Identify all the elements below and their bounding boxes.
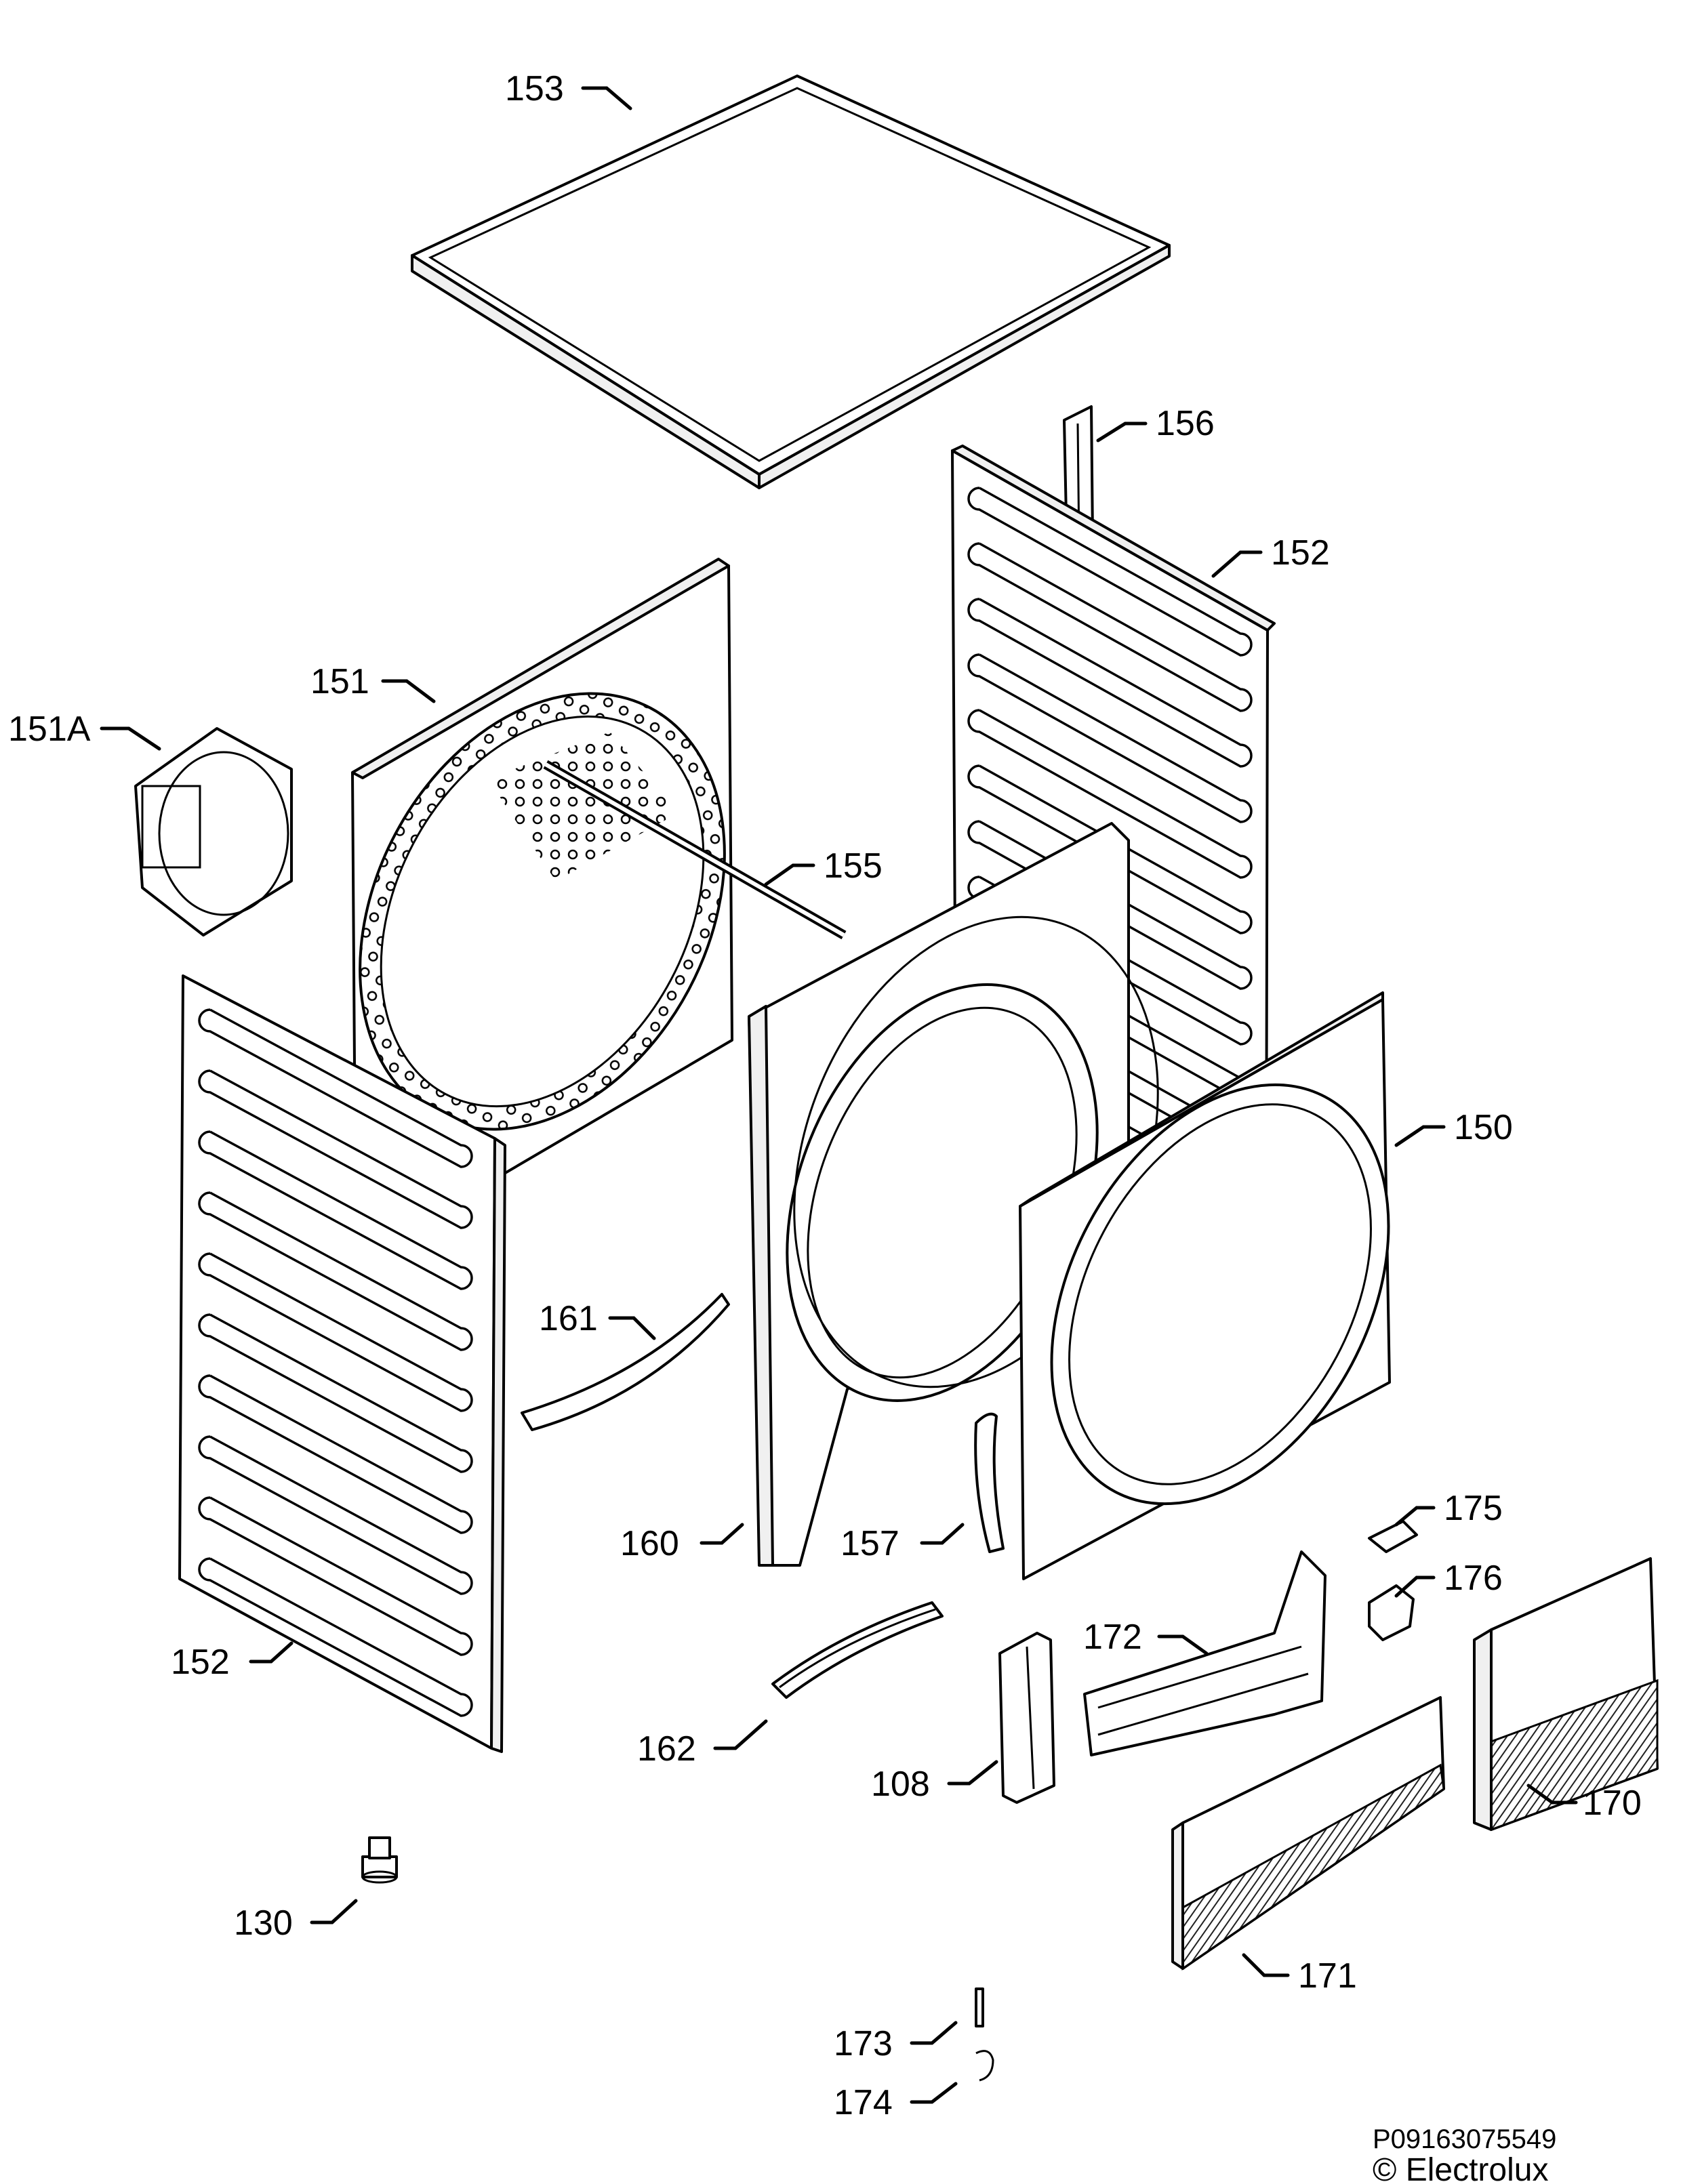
bracket-161 <box>521 1293 730 1431</box>
gasket-157 <box>974 1412 1005 1553</box>
panel-slot <box>198 1374 473 1534</box>
panel-slot <box>967 487 1253 657</box>
label-152-bottom: 152 <box>171 1643 230 1682</box>
panel-170 <box>1473 1557 1659 1832</box>
label-156: 156 <box>1156 404 1215 443</box>
spring-174 <box>975 2050 994 2082</box>
panel-slot <box>198 1008 473 1168</box>
part-labels: 153 156 152 151 151A 155 150 161 160 157… <box>8 69 1642 2122</box>
label-155: 155 <box>824 846 883 886</box>
label-160: 160 <box>620 1524 679 1563</box>
duct-151A <box>134 727 293 936</box>
label-174: 174 <box>834 2083 893 2122</box>
leader-lines <box>100 86 1578 2104</box>
seal-162 <box>771 1601 944 1699</box>
label-150: 150 <box>1454 1108 1513 1147</box>
panel-171 <box>1171 1696 1445 1971</box>
panel-slot <box>198 1252 473 1412</box>
panel-slot <box>967 542 1253 712</box>
label-161: 161 <box>539 1299 598 1338</box>
hinge-108 <box>998 1632 1055 1804</box>
clip-175 <box>1368 1520 1418 1553</box>
panel-slot <box>198 1313 473 1473</box>
rod-155 <box>543 760 847 940</box>
label-130: 130 <box>234 1903 293 1943</box>
panel-slot <box>967 653 1253 823</box>
label-151A: 151A <box>8 709 91 749</box>
label-171: 171 <box>1298 1956 1357 1996</box>
front-panel-150 <box>1019 991 1391 1580</box>
panel-slot <box>198 1069 473 1229</box>
panel-slot <box>198 1191 473 1351</box>
top-cover-153 <box>411 75 1171 489</box>
label-175: 175 <box>1444 1489 1503 1528</box>
label-173: 173 <box>834 2024 893 2063</box>
label-172: 172 <box>1083 1618 1142 1657</box>
copyright-notice: © Electrolux <box>1373 2152 1548 2184</box>
label-162: 162 <box>637 1729 696 1769</box>
diagram-code: P09163075549 <box>1373 2124 1556 2154</box>
panel-slot <box>198 1557 473 1717</box>
panel-slot <box>967 709 1253 879</box>
bracket-172 <box>1083 1550 1326 1756</box>
side-panel-152-front <box>178 974 506 1753</box>
panel-slot <box>198 1496 473 1656</box>
label-153: 153 <box>505 69 564 108</box>
label-108: 108 <box>871 1765 930 1804</box>
pin-173 <box>975 1987 984 2027</box>
label-157: 157 <box>840 1524 899 1563</box>
foot-130 <box>361 1836 398 1884</box>
label-152-top: 152 <box>1271 533 1330 573</box>
panel-slot <box>198 1130 473 1290</box>
panel-slot <box>198 1435 473 1595</box>
latch-176 <box>1368 1584 1415 1641</box>
panel-slot <box>967 598 1253 768</box>
label-151: 151 <box>310 662 369 701</box>
label-176: 176 <box>1444 1559 1503 1598</box>
label-170: 170 <box>1583 1784 1642 1823</box>
